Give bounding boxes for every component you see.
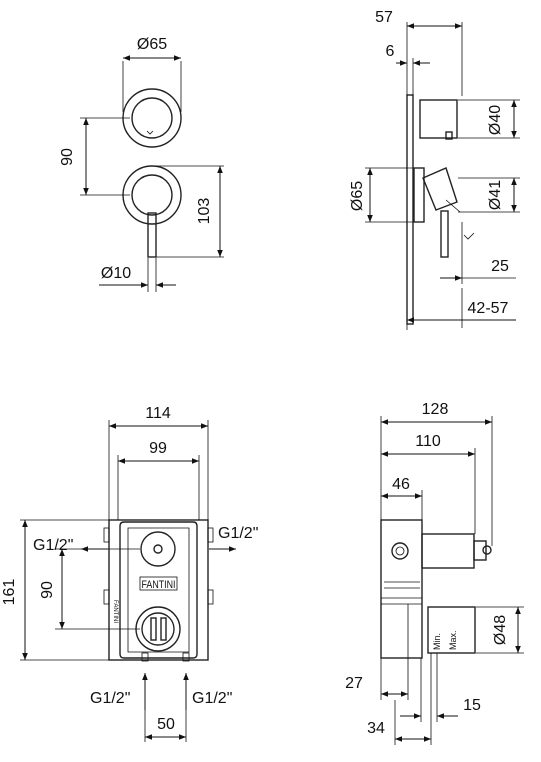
side-top-knob	[419, 99, 458, 139]
dim-box-port-spacing: 50	[157, 716, 175, 733]
dim-box-side-mid: 110	[415, 433, 441, 450]
port-left-label: G1/2"	[33, 537, 73, 554]
side-lever-knob	[422, 167, 458, 211]
box-front-view: FANTINI FANTINI 114 99 161 90 G1/2"	[1, 405, 258, 742]
box-side-view: Min. Max. 128 110 46 Ø48 27 15	[345, 401, 524, 745]
dim-side-plate-diameter: Ø65	[349, 181, 366, 211]
dim-side-top-knob: Ø40	[487, 105, 504, 135]
side-view: 57 6 Ø40 Ø65 Ø41 25 42-57	[349, 9, 520, 330]
box-side-body	[380, 519, 423, 659]
dim-box-side-inset-c: 34	[367, 720, 385, 737]
bottom-knob	[131, 174, 173, 216]
dim-side-lever-knob: Ø41	[487, 180, 504, 210]
brand-label: FANTINI	[142, 579, 176, 591]
max-label: Max.	[448, 630, 458, 650]
brand-plate	[139, 576, 178, 591]
front-view: Ø65 90 103 Ø10	[59, 36, 224, 292]
dim-box-side-inset-a: 27	[345, 675, 363, 692]
side-plate	[406, 94, 414, 325]
lever	[147, 212, 157, 258]
dim-box-height: 161	[1, 579, 18, 606]
min-label: Min.	[432, 633, 442, 650]
dim-side-range: 42-57	[468, 300, 509, 317]
port-bottom-right-label: G1/2"	[192, 690, 232, 707]
box-side-knob	[427, 606, 476, 654]
dim-side-depth: 57	[375, 9, 393, 26]
box-upper-valve	[140, 531, 176, 567]
dim-lever-diameter: Ø10	[101, 265, 131, 282]
dim-side-lever: 25	[491, 258, 509, 275]
dim-box-side-body: 46	[392, 476, 410, 493]
dim-box-width-inner: 99	[149, 440, 167, 457]
dim-side-plate: 6	[386, 43, 395, 60]
svg-text:FANTINI: FANTINI	[112, 600, 118, 623]
dim-box-spacing: 90	[39, 581, 56, 599]
dim-box-side-knob: Ø48	[492, 615, 509, 645]
box-side-stem	[421, 533, 475, 569]
dim-box-side-inset-b: 15	[463, 697, 481, 714]
top-knob	[131, 97, 173, 139]
box-cover	[119, 521, 198, 659]
dim-box-side-depth: 128	[422, 401, 449, 418]
dim-front-height: 103	[196, 198, 213, 225]
port-right-label: G1/2"	[218, 525, 258, 542]
dim-front-spacing: 90	[59, 148, 76, 166]
port-bottom-left-label: G1/2"	[90, 690, 130, 707]
dim-box-width-outer: 114	[145, 405, 171, 422]
dim-front-plate-diameter: Ø65	[137, 36, 167, 53]
